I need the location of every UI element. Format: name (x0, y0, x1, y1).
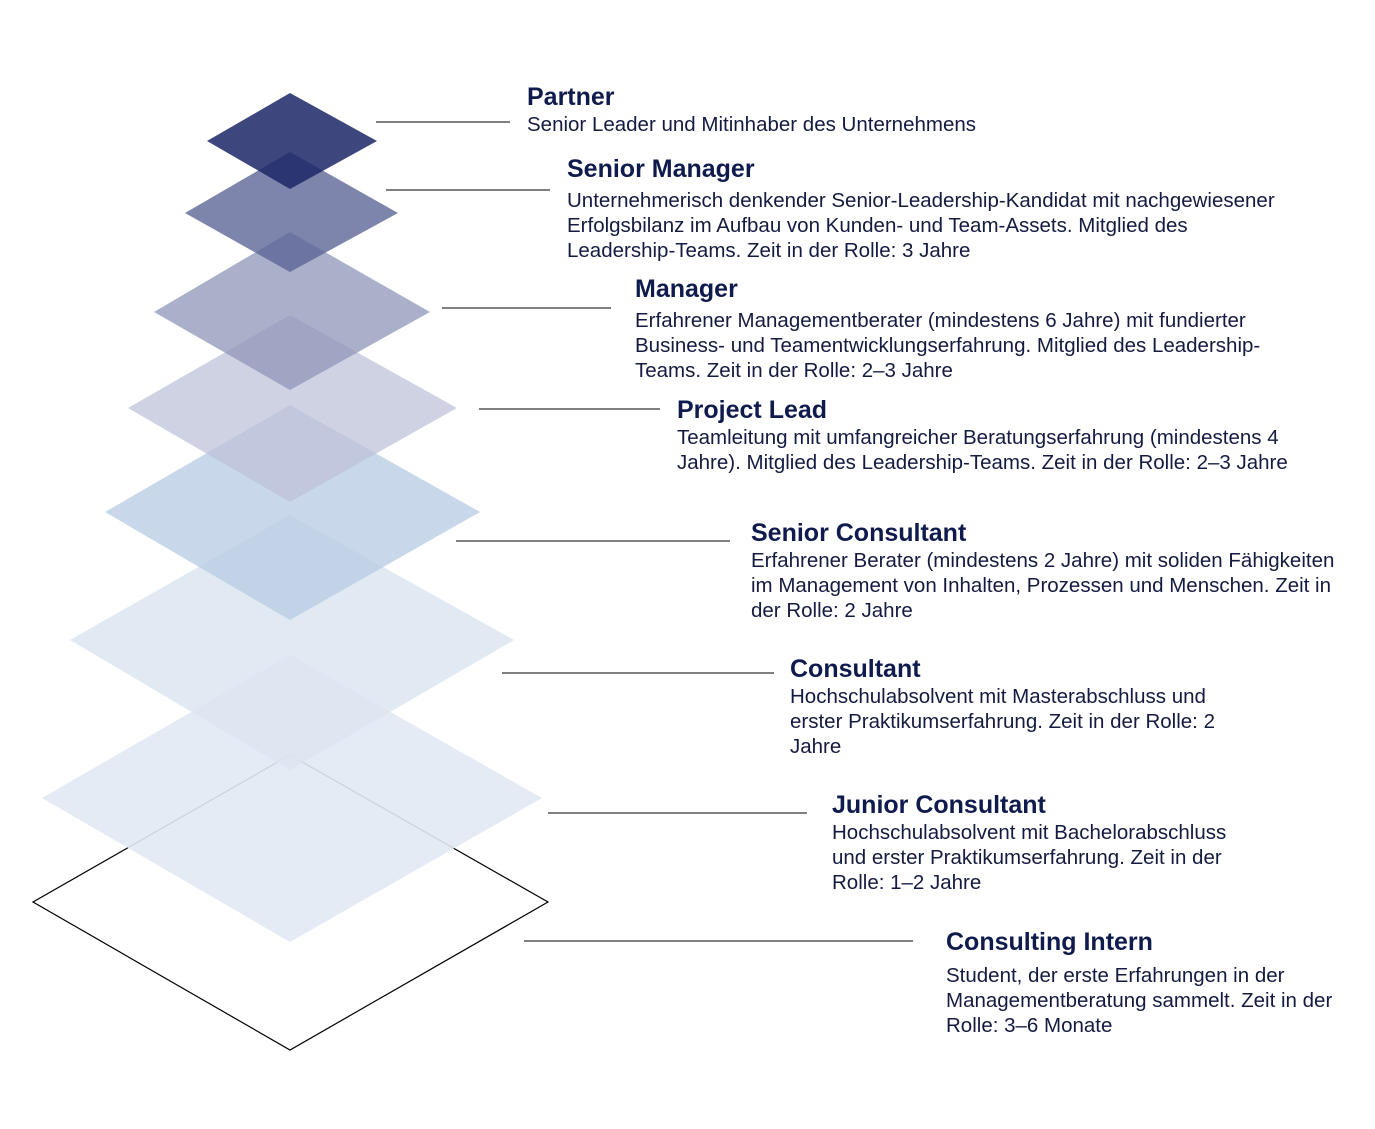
layer-consultant (70, 515, 514, 770)
level-description: Hochschulabsolvent mit Bachelorabschluss… (832, 821, 1227, 894)
level-description: Erfahrener Managementberater (mindestens… (635, 309, 1261, 382)
level-title: Partner (527, 83, 615, 111)
level-description: Unternehmerisch denkender Senior-Leaders… (567, 189, 1275, 262)
level-description: Hochschulabsolvent mit Masterabschluss u… (790, 685, 1215, 758)
level-label-consultant: Consultant Hochschulabsolvent mit Master… (790, 654, 1250, 759)
level-title: Senior Consultant (751, 519, 967, 547)
level-title: Junior Consultant (832, 791, 1046, 819)
layer-partner (207, 93, 377, 189)
level-title: Senior Manager (567, 155, 755, 183)
level-description: Erfahrener Berater (mindestens 2 Jahre) … (751, 549, 1335, 622)
layer-senior-consultant (105, 405, 480, 620)
layer-junior-consultant (42, 655, 542, 942)
level-label-project-lead: Project Lead Teamleitung mit umfangreich… (677, 395, 1317, 475)
level-title: Consulting Intern (946, 928, 1153, 956)
level-title: Consultant (790, 655, 921, 683)
level-label-junior-consultant: Junior Consultant Hochschulabsolvent mit… (832, 790, 1262, 895)
layer-senior-manager (185, 152, 398, 272)
level-label-senior-manager: Senior Manager Unternehmerisch denkender… (567, 154, 1287, 263)
level-label-manager: Manager Erfahrener Managementberater (mi… (635, 274, 1285, 383)
layer-manager (154, 232, 430, 390)
level-title: Project Lead (677, 396, 828, 424)
level-description: Senior Leader und Mitinhaber des Unterne… (527, 113, 976, 136)
level-label-consulting-intern: Consulting Intern Student, der erste Erf… (946, 927, 1366, 1038)
level-description: Student, der erste Erfahrungen in der Ma… (946, 964, 1333, 1037)
level-label-partner: Partner Senior Leader und Mitinhaber des… (527, 82, 1327, 137)
level-description: Teamleitung mit umfangreicher Beratungse… (677, 426, 1288, 474)
layer-consulting-intern (31, 754, 550, 1051)
layer-project-lead (128, 315, 457, 502)
level-title: Manager (635, 275, 738, 303)
level-label-senior-consultant: Senior Consultant Erfahrener Berater (mi… (751, 518, 1341, 623)
